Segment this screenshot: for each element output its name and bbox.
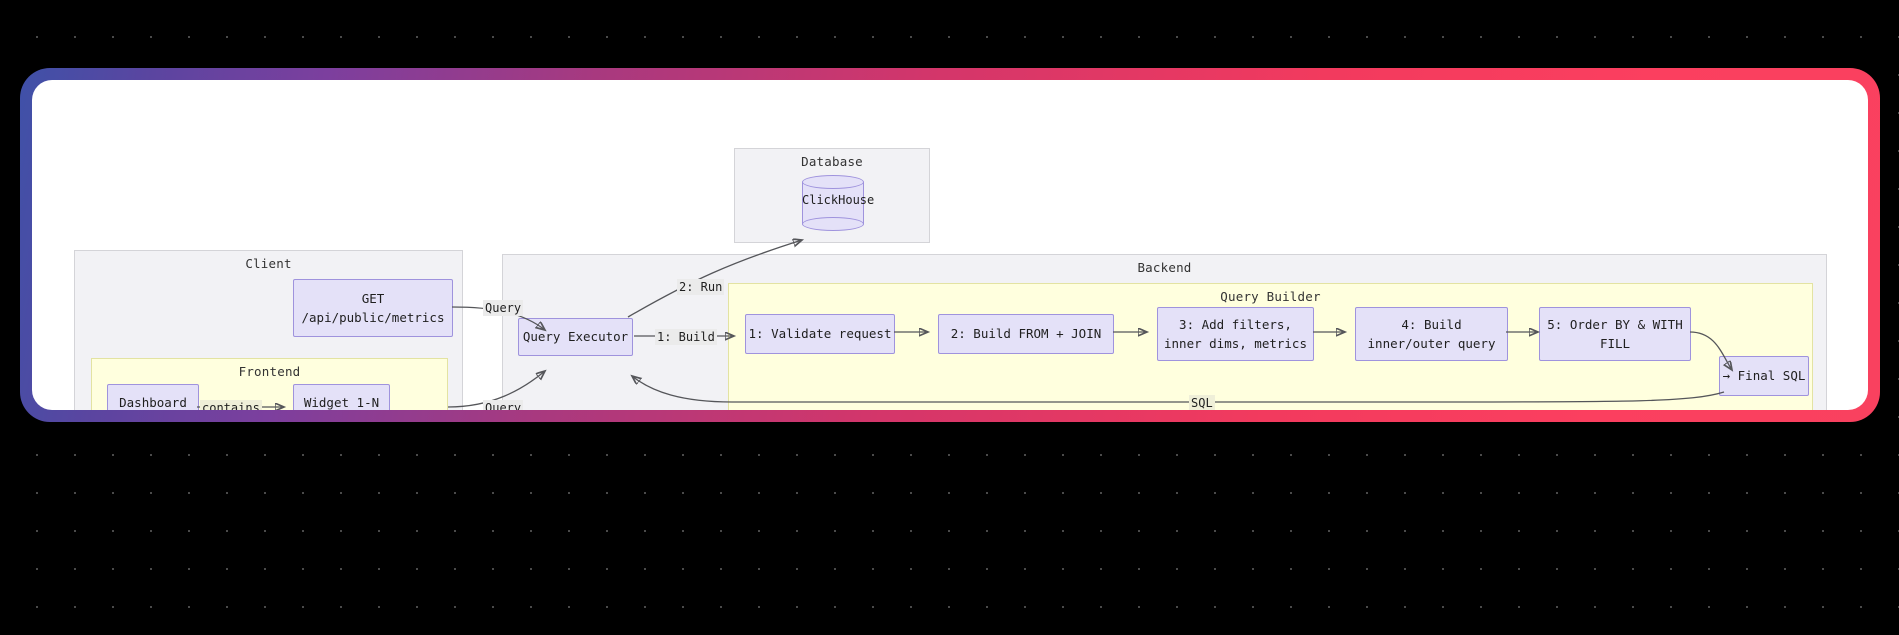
node-step-4-label-line2: inner/outer query — [1367, 336, 1496, 351]
node-dashboard[interactable]: Dashboard — [107, 384, 199, 410]
node-api-endpoint-path: /api/public/metrics — [301, 310, 445, 325]
node-step-4-label-line1: 4: Build — [1401, 316, 1462, 332]
node-step-3-label-line2: inner dims, metrics — [1164, 336, 1307, 351]
edge-label-final-sql-to-executor: SQL — [1189, 395, 1215, 410]
group-backend-title: Backend — [1137, 260, 1192, 275]
node-query-executor[interactable]: Query Executor — [518, 318, 633, 356]
node-dashboard-label: Dashboard — [119, 395, 187, 410]
node-final-sql-label: → Final SQL — [1722, 368, 1806, 384]
node-clickhouse[interactable]: ClickHouse — [802, 175, 875, 231]
cylinder-top-ellipse — [802, 175, 864, 189]
node-api-endpoint-method: GET — [361, 290, 385, 306]
node-step-3-label-line1: 3: Add filters, — [1179, 316, 1292, 332]
node-clickhouse-label: ClickHouse — [802, 193, 875, 207]
node-widget-label: Widget 1-N — [303, 395, 380, 410]
group-query-builder: Query Builder 1: Validate request 2: Bui… — [728, 283, 1813, 410]
diagram-card: Database ClickHouse Client GET /api/publ… — [32, 80, 1868, 410]
group-client: Client GET /api/public/metrics Frontend … — [74, 250, 463, 410]
node-step-2-label: 2: Build FROM + JOIN — [950, 326, 1102, 342]
node-query-executor-label: Query Executor — [522, 329, 629, 345]
node-step-5-order-by-with-fill[interactable]: 5: Order BY & WITH FILL — [1539, 307, 1691, 361]
group-database: Database ClickHouse — [734, 148, 930, 243]
group-database-title: Database — [801, 154, 863, 169]
node-step-1-validate-request[interactable]: 1: Validate request — [745, 314, 895, 354]
edge-label-executor-to-query-builder: 1: Build — [655, 329, 717, 346]
group-client-title: Client — [245, 256, 292, 271]
cylinder-bottom-ellipse — [802, 217, 864, 231]
node-final-sql[interactable]: → Final SQL — [1719, 356, 1809, 396]
node-step-5-label-line1: 5: Order BY & WITH — [1547, 316, 1683, 332]
node-api-endpoint[interactable]: GET /api/public/metrics — [293, 279, 453, 337]
node-widget[interactable]: Widget 1-N — [293, 384, 390, 410]
edge-label-executor-to-clickhouse: 2: Run — [677, 279, 725, 296]
node-step-5-label-line2: FILL — [1599, 336, 1631, 351]
group-query-builder-title: Query Builder — [1220, 289, 1321, 304]
node-step-2-build-from-join[interactable]: 2: Build FROM + JOIN — [938, 314, 1114, 354]
group-frontend-title: Frontend — [238, 364, 301, 379]
edge-label-widget-to-executor: Query — [483, 400, 524, 410]
node-step-4-build-inner-outer-query[interactable]: 4: Build inner/outer query — [1355, 307, 1508, 361]
edge-label-dashboard-to-widget: contains — [200, 400, 262, 410]
gradient-frame: Database ClickHouse Client GET /api/publ… — [20, 68, 1880, 422]
node-step-1-label: 1: Validate request — [748, 326, 892, 342]
edge-label-api-to-executor: Query — [483, 300, 524, 317]
diagram-canvas: Database ClickHouse Client GET /api/publ… — [32, 80, 1868, 410]
group-frontend: Frontend Dashboard Widget 1-N — [91, 358, 448, 410]
node-step-3-add-filters[interactable]: 3: Add filters, inner dims, metrics — [1157, 307, 1314, 361]
